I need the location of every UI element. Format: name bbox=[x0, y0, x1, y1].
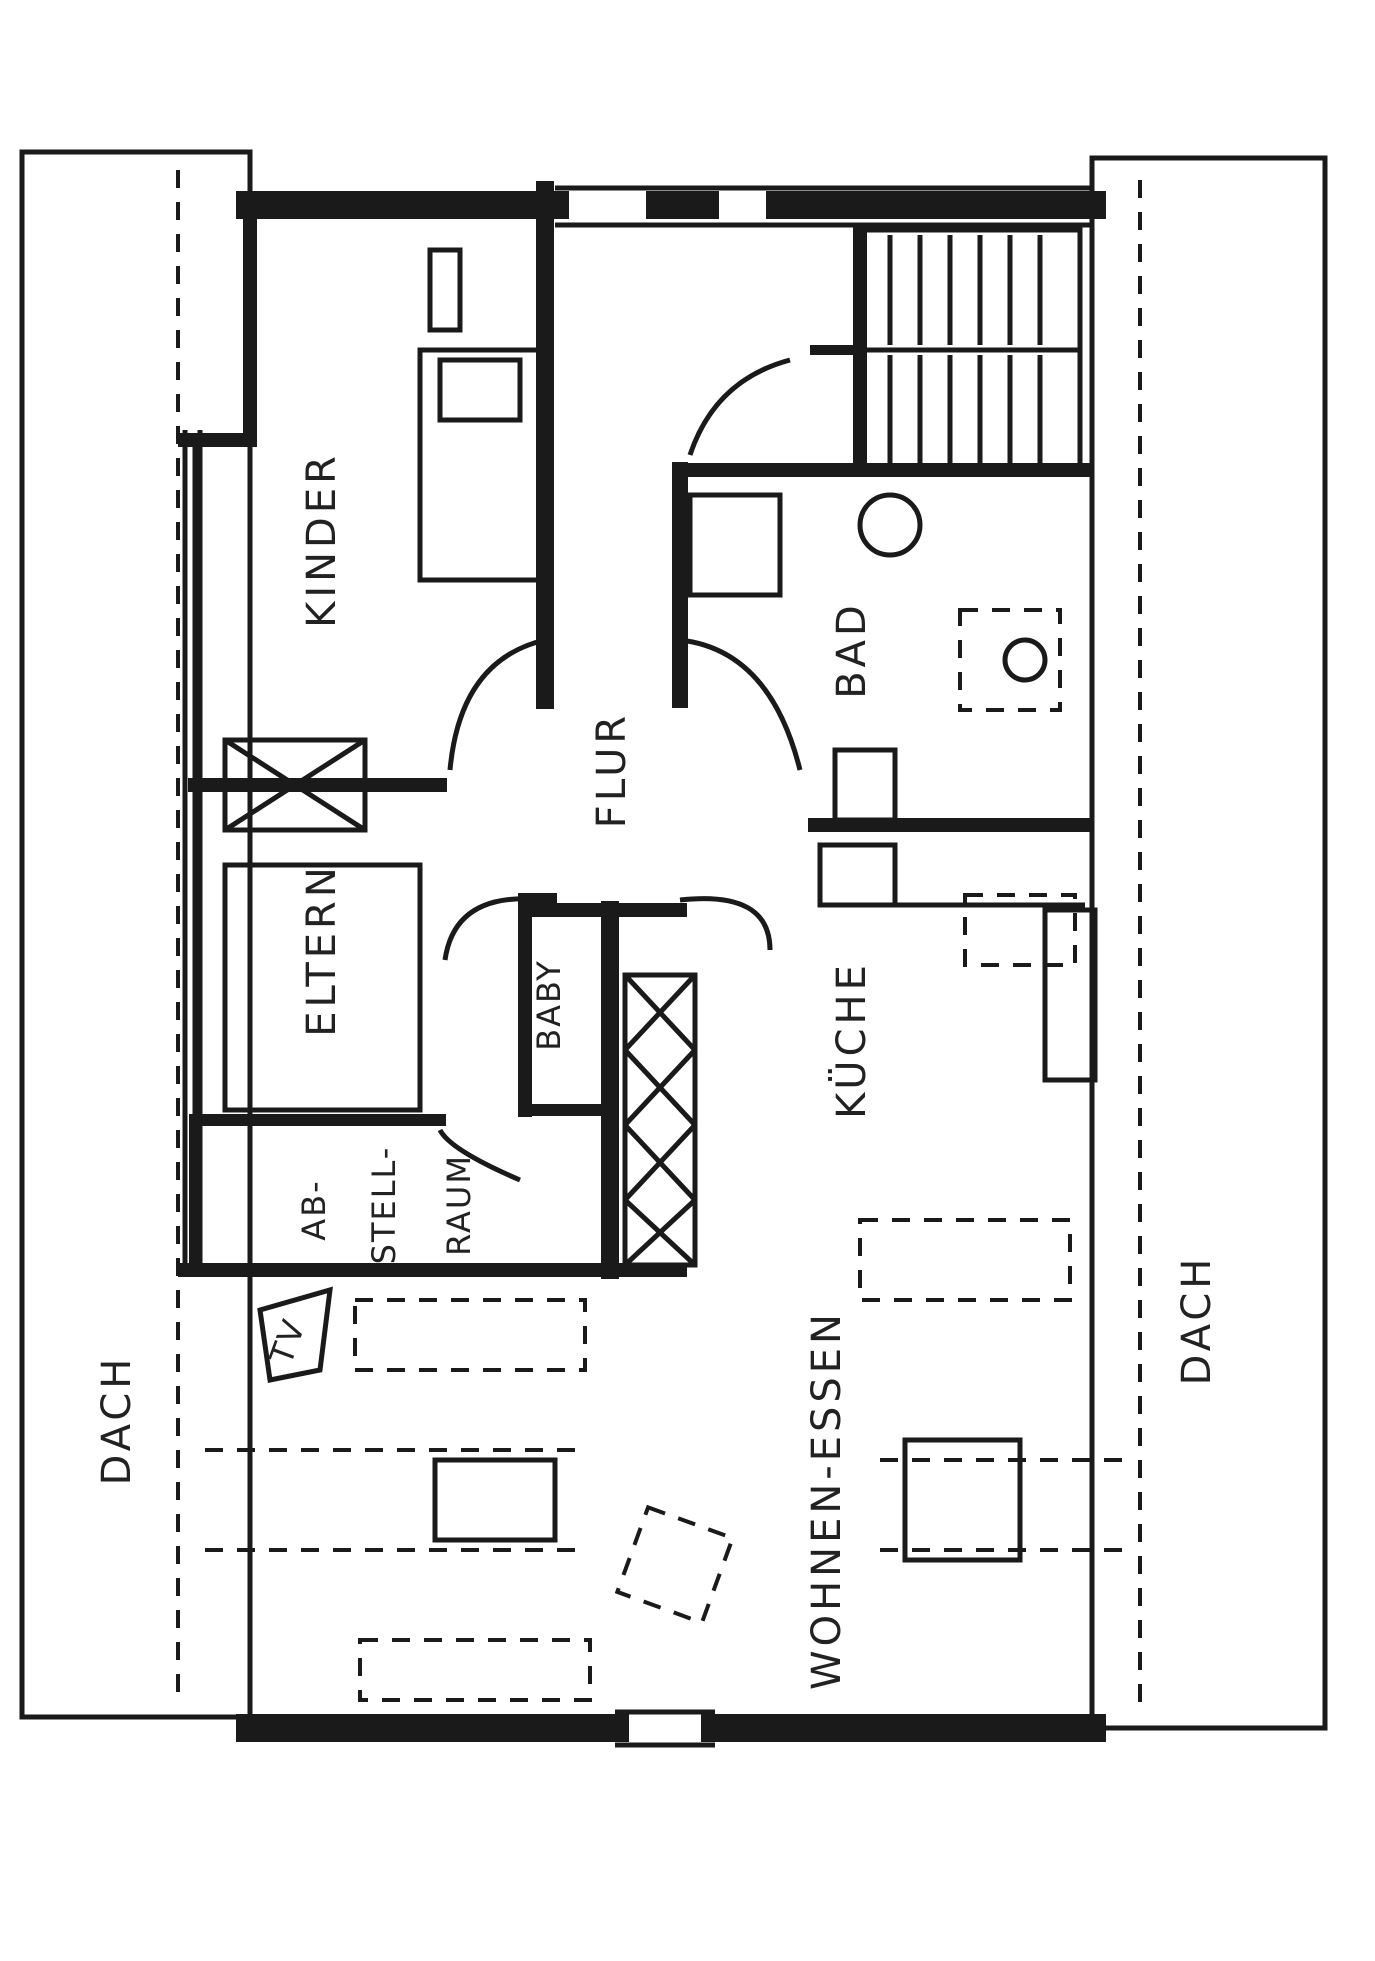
label-baby: BABY bbox=[530, 959, 568, 1051]
roof-left bbox=[19, 149, 253, 1720]
label-flur: FLUR bbox=[589, 712, 635, 828]
label-bad: BAD bbox=[829, 601, 875, 699]
label-wohnen-essen: WOHNEN-ESSEN bbox=[804, 1310, 850, 1690]
label-abstellraum-3: RAUM bbox=[440, 1154, 478, 1256]
staircase bbox=[687, 227, 1083, 473]
label-kinder: KINDER bbox=[299, 452, 345, 628]
bad-fixtures bbox=[687, 492, 1062, 823]
eltern-bed bbox=[222, 862, 423, 1113]
kueche-fixtures bbox=[817, 842, 1098, 1083]
roof-right bbox=[1089, 155, 1328, 1731]
label-abstellraum-2: STELL- bbox=[365, 1146, 403, 1265]
wardrobe-kinder bbox=[222, 737, 368, 833]
kinder-bed bbox=[417, 247, 543, 583]
label-dach-right: DACH bbox=[1174, 1255, 1220, 1386]
doors bbox=[437, 637, 803, 1183]
outer-walls bbox=[178, 185, 1106, 1748]
label-eltern: ELTERN bbox=[299, 863, 345, 1036]
label-abstellraum-1: AB- bbox=[295, 1179, 333, 1240]
label-dach-left: DACH bbox=[94, 1355, 140, 1486]
label-kueche: KÜCHE bbox=[827, 961, 875, 1119]
wohnen-furniture bbox=[205, 1218, 1130, 1702]
wardrobe-hall bbox=[622, 972, 698, 1268]
